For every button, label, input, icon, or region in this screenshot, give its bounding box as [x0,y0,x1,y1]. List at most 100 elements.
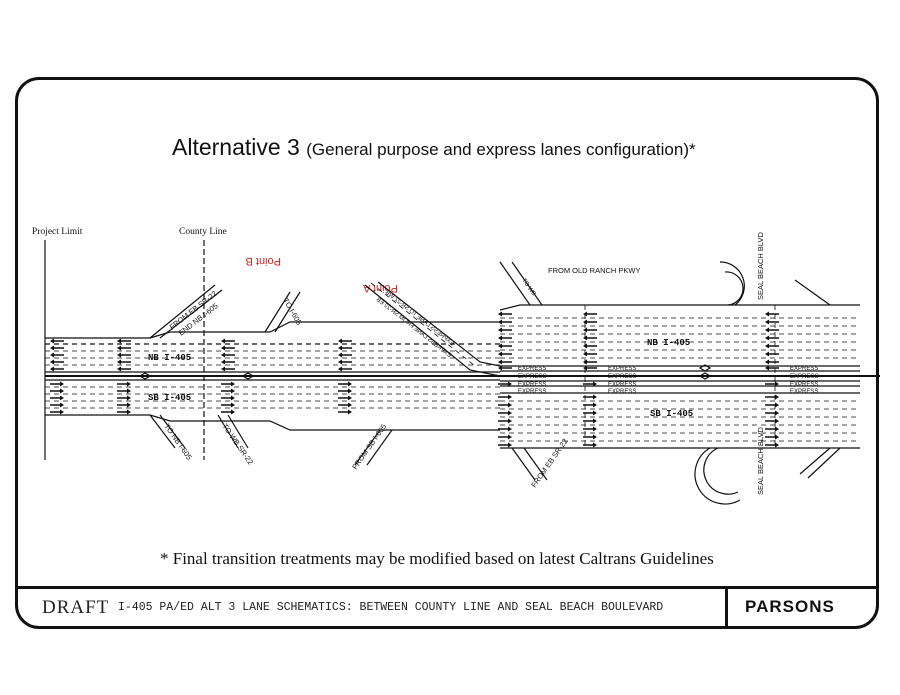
lane-arrow [498,327,512,333]
express-connector: EXPRESS LANE TO SR-22 WB EXPRESS LANE FR… [364,281,501,377]
lane-arrow [583,311,597,317]
lane-arrow [117,345,131,351]
lane-arrow [117,395,131,401]
lane-arrow [498,311,512,317]
lane-arrow [50,388,64,394]
lane-arrow [338,366,352,372]
lane-arrow [498,426,512,432]
draft-stamp: DRAFT [42,597,110,618]
lane-arrow [117,338,131,344]
express-label-6: EXPRESS [608,374,636,380]
lane-arrow [50,345,64,351]
to-wb-sr22-label: TO WB SR-22 [220,422,255,466]
lane-arrow [221,388,235,394]
lane-arrow [765,434,779,440]
lane-arrow [338,352,352,358]
lane-arrow [765,410,779,416]
title-block [15,586,879,629]
lane-arrow [221,409,235,415]
nb-i405-left-label: NB I-405 [148,353,191,363]
lane-arrow [117,366,131,372]
express-label-12: EXPRESS [790,389,818,395]
express-connector-label-2: EXPRESS LANE FROM SR-22 EB [375,297,452,359]
title-main: Alternative 3 [172,134,300,160]
express-label-11: EXPRESS [790,382,818,388]
express-label-9: EXPRESS [790,366,818,372]
lane-arrow [50,395,64,401]
lane-arrow [50,359,64,365]
express-connector-label-1: EXPRESS LANE TO SR-22 WB [384,290,455,347]
lane-arrow [765,311,779,317]
nb-i405-right-label: NB I-405 [647,338,690,348]
lane-arrow [583,410,597,416]
lane-arrow [50,338,64,344]
lane-arrow [221,381,235,387]
lane-arrow [765,359,779,365]
lane-arrow [765,394,779,400]
lane-arrow [765,426,779,432]
freeway-left-section [45,284,880,466]
express-label-7: EXPRESS [608,382,636,388]
project-limit-label: Project Limit [32,227,83,237]
lane-arrow [583,359,597,365]
lane-arrow [338,395,352,401]
lane-arrow [498,365,512,371]
express-label-4: EXPRESS [518,389,546,395]
lane-arrow [498,442,512,448]
express-label-2: EXPRESS [518,374,546,380]
freeway-right-section [499,261,860,505]
lane-arrow [498,410,512,416]
lane-arrow [765,351,779,357]
lane-arrow [221,366,235,372]
lane-arrow [221,402,235,408]
lane-arrow [117,359,131,365]
lane-arrow [583,402,597,408]
lane-arrow [338,345,352,351]
lane-arrow [221,345,235,351]
lane-arrow [765,402,779,408]
lane-arrow [498,359,512,365]
point-b-label: Point B [246,255,281,267]
lane-arrow [498,394,512,400]
lane-arrow [221,359,235,365]
lane-arrow [583,442,597,448]
lane-arrow [583,434,597,440]
sb-i405-left-label: SB I-405 [148,393,191,403]
lane-arrow [765,335,779,341]
county-line-label: County Line [179,227,227,237]
lane-arrow [498,335,512,341]
from-old-ranch-label: FROM OLD RANCH PKWY [548,266,641,275]
lane-arrow [221,352,235,358]
lane-arrow [338,402,352,408]
lane-arrow [498,343,512,349]
lane-arrow [498,402,512,408]
lane-arrow [583,351,597,357]
title-block-divider [725,586,728,629]
lane-arrow [498,434,512,440]
lane-arrow [498,351,512,357]
express-label-1: EXPRESS [518,366,546,372]
lane-arrow [583,319,597,325]
to-nb-i605-label: TO NB I-605 [162,422,193,462]
lane-arrow [765,418,779,424]
lane-arrow [50,381,64,387]
lane-arrow [50,402,64,408]
express-label-10: EXPRESS [790,374,818,380]
lane-arrow [338,338,352,344]
lane-arrow [117,352,131,358]
lane-arrow [583,343,597,349]
lane-arrow [765,365,779,371]
lane-arrow [50,366,64,372]
firm-logo: PARSONS [745,597,835,616]
lane-arrow [338,381,352,387]
lane-arrow [765,442,779,448]
seal-beach-top-label: SEAL BEACH BLVD [756,231,765,300]
express-label-3: EXPRESS [518,382,546,388]
lane-arrow [765,319,779,325]
lane-arrow [583,426,597,432]
sheet-description: I-405 PA/ED ALT 3 LANE SCHEMATICS: BETWE… [118,601,664,614]
lane-arrow [498,418,512,424]
express-diamonds [138,364,712,380]
lane-arrow [117,381,131,387]
